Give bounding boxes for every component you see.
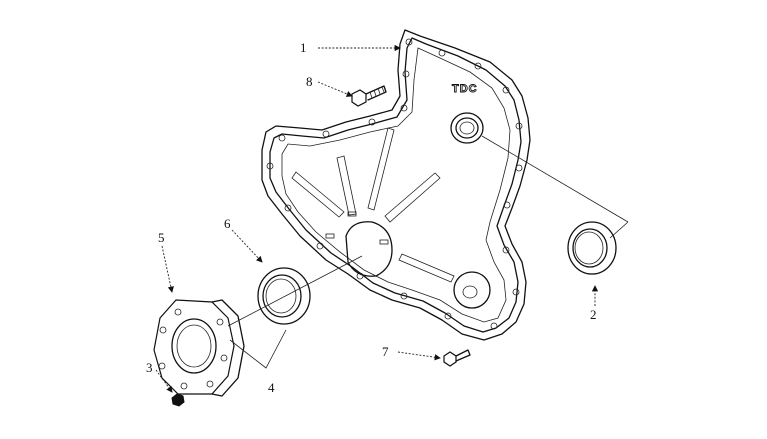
callout-1: 1 (300, 40, 307, 55)
callout-leaders (155, 44, 599, 393)
callout-8: 8 (306, 74, 313, 89)
callout-4: 4 (268, 380, 275, 395)
nut-part-3 (171, 393, 185, 407)
cover-bolt-holes (266, 38, 523, 330)
cam-seal-bore (450, 112, 484, 144)
callout-3: 3 (146, 360, 153, 375)
bolt-part-8 (351, 85, 387, 107)
flange-part-5 (153, 299, 245, 397)
tdc-mark: TDC (452, 83, 478, 95)
callout-7: 7 (382, 344, 389, 359)
seal-part-2 (567, 221, 617, 275)
front-cover-plate: TDC (261, 29, 531, 341)
assembly-lines (227, 135, 629, 369)
cover-ribs (291, 127, 455, 283)
callout-6: 6 (224, 216, 231, 231)
bolt-part-7 (443, 349, 471, 367)
callout-labels: 1 2 3 4 5 6 7 8 (146, 40, 597, 395)
crank-opening (345, 221, 393, 277)
lower-boss (453, 271, 491, 309)
callout-2: 2 (590, 307, 597, 322)
seal-part-6 (257, 267, 311, 325)
callout-5: 5 (158, 230, 165, 245)
